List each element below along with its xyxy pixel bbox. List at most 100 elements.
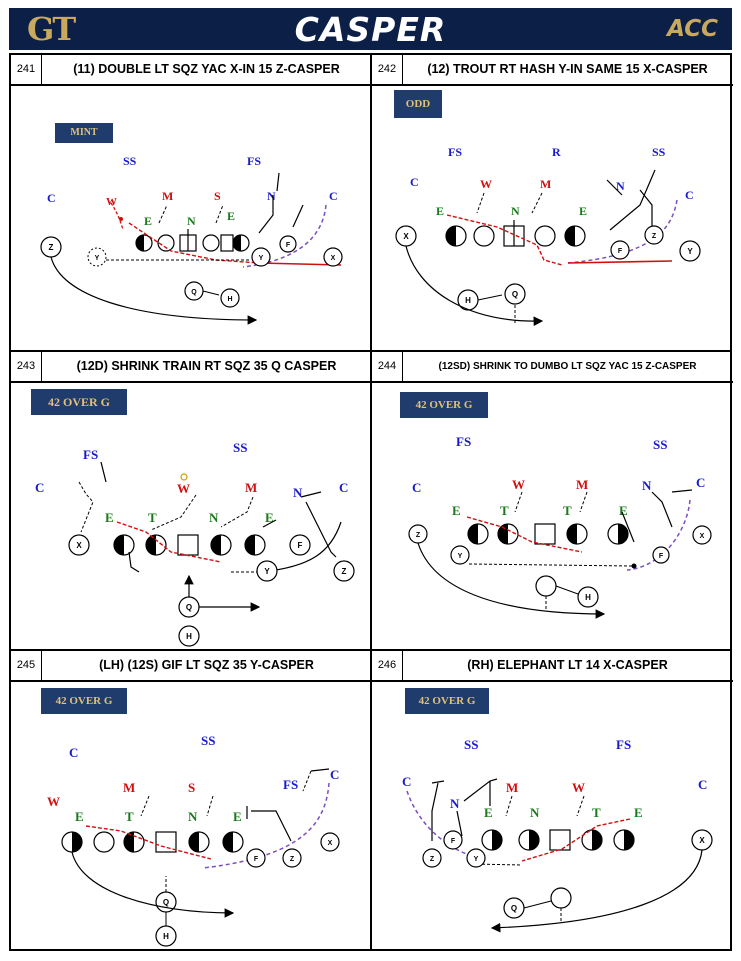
defender-c-left: C	[69, 745, 78, 760]
defense-tag: 42 OVER G	[41, 688, 127, 714]
defender-m: M	[576, 477, 588, 492]
defender-c-left: C	[410, 175, 419, 189]
defender-fs: FS	[456, 434, 471, 449]
defender-c-left: C	[35, 480, 44, 495]
defender-n-dl: N	[511, 204, 520, 218]
play-number: 242	[372, 55, 403, 84]
player-x: X	[76, 541, 82, 550]
banner: GT CASPER ACC	[9, 8, 732, 50]
player-x: X	[700, 533, 705, 540]
defender-c-left: C	[412, 480, 421, 495]
defender-c-right: C	[685, 188, 694, 202]
player-h: H	[186, 632, 192, 641]
player-f: F	[659, 553, 664, 560]
defender-m: M	[162, 189, 173, 203]
defender-e-right: E	[579, 204, 587, 218]
defender-fs: FS	[83, 447, 98, 462]
player-x: X	[331, 255, 336, 262]
player-h: H	[585, 593, 591, 602]
play-diagram: C SS FS C W M S E T N E	[47, 733, 340, 947]
defender-e-right: E	[265, 510, 274, 525]
defense-tag: ODD	[394, 90, 442, 118]
acc-logo: ACC	[667, 16, 718, 42]
defender-t: T	[125, 809, 134, 824]
play-card-241: 241 (11) DOUBLE LT SQZ YAC X-IN 15 Z-CAS…	[11, 55, 372, 352]
player-y: Y	[458, 553, 463, 560]
player-f: F	[286, 242, 291, 249]
play-diagram: FS R SS C C W M N E N E	[395, 145, 701, 327]
defender-m: M	[506, 780, 518, 795]
defender-w: W	[47, 794, 60, 809]
defender-w: W	[572, 780, 585, 795]
defender-m: M	[123, 780, 135, 795]
player-x: X	[403, 232, 409, 241]
grid-divider-row-1	[9, 350, 732, 352]
play-card-242: 242 (12) TROUT RT HASH Y-IN SAME 15 X-CA…	[372, 55, 733, 352]
defender-n: N	[642, 478, 652, 493]
play-header: 241 (11) DOUBLE LT SQZ YAC X-IN 15 Z-CAS…	[11, 55, 372, 86]
player-q: Q	[511, 904, 517, 913]
play-header: 243 (12D) SHRINK TRAIN RT SQZ 35 Q CASPE…	[11, 352, 372, 383]
defender-s: S	[188, 780, 195, 795]
player-z: Z	[652, 233, 657, 240]
player-z: Z	[342, 567, 347, 576]
defender-fs: FS	[448, 145, 462, 159]
player-q: Q	[512, 290, 518, 299]
defender-n: N	[187, 214, 196, 228]
play-card-245: 245 (LH) (12S) GIF LT SQZ 35 Y-CASPER 42…	[11, 651, 372, 948]
page-title: CASPER	[294, 10, 447, 49]
play-number: 243	[11, 352, 42, 381]
defender-n-dl: N	[209, 510, 219, 525]
defender-w: W	[480, 177, 492, 191]
player-q: Q	[186, 603, 192, 612]
defense-tag: 42 OVER G	[31, 389, 127, 415]
defender-n: N	[293, 485, 303, 500]
defender-ss: SS	[201, 733, 215, 748]
defender-t-right: T	[563, 503, 572, 518]
grid-divider-row-2	[9, 649, 732, 651]
defender-ss: SS	[652, 145, 666, 159]
player-z: Z	[416, 532, 421, 539]
player-h: H	[227, 296, 232, 303]
defender-r: R	[552, 145, 561, 159]
defender-t: T	[592, 805, 601, 820]
defender-c-right: C	[698, 777, 707, 792]
play-title: (RH) ELEPHANT LT 14 X-CASPER	[467, 658, 668, 672]
play-header: 244 (12SD) SHRINK TO DUMBO LT SQZ YAC 15…	[372, 352, 733, 383]
defender-w: W	[512, 477, 525, 492]
player-y-motion: Y	[95, 255, 100, 262]
play-number: 246	[372, 651, 403, 680]
defender-e-right: E	[619, 503, 628, 518]
play-card-244: 244 (12SD) SHRINK TO DUMBO LT SQZ YAC 15…	[372, 352, 733, 649]
play-header: 246 (RH) ELEPHANT LT 14 X-CASPER	[372, 651, 733, 682]
player-z: Z	[430, 856, 435, 863]
defender-w: W	[177, 481, 190, 496]
defender-ss: SS	[233, 440, 247, 455]
play-diagram: FS SS C C W M N E T T E	[408, 434, 712, 619]
player-f: F	[254, 856, 259, 863]
defender-fs: FS	[283, 777, 298, 792]
defender-t: T	[148, 510, 157, 525]
defender-e-left: E	[452, 503, 461, 518]
defender-c-right: C	[696, 475, 705, 490]
defender-e-left: E	[436, 204, 444, 218]
defense-tag: 42 OVER G	[405, 688, 489, 714]
player-q: Q	[163, 898, 169, 907]
defender-e-left: E	[75, 809, 84, 824]
defender-e-left: E	[105, 510, 114, 525]
defender-n: N	[616, 179, 625, 193]
defender-ss: SS	[123, 154, 137, 168]
play-card-246: 246 (RH) ELEPHANT LT 14 X-CASPER 42 OVER…	[372, 651, 733, 948]
play-title: (11) DOUBLE LT SQZ YAC X-IN 15 Z-CASPER	[73, 62, 340, 76]
gt-logo: GT	[27, 10, 76, 48]
play-number: 244	[372, 352, 403, 381]
defender-c-right: C	[330, 767, 339, 782]
player-z: Z	[49, 243, 54, 252]
player-y: Y	[264, 567, 270, 576]
defender-n: N	[188, 809, 198, 824]
player-f: F	[298, 541, 303, 550]
defender-ss: SS	[464, 737, 478, 752]
defender-e-left: E	[484, 805, 493, 820]
player-q: Q	[191, 289, 197, 296]
defender-n-lb: N	[267, 189, 276, 203]
